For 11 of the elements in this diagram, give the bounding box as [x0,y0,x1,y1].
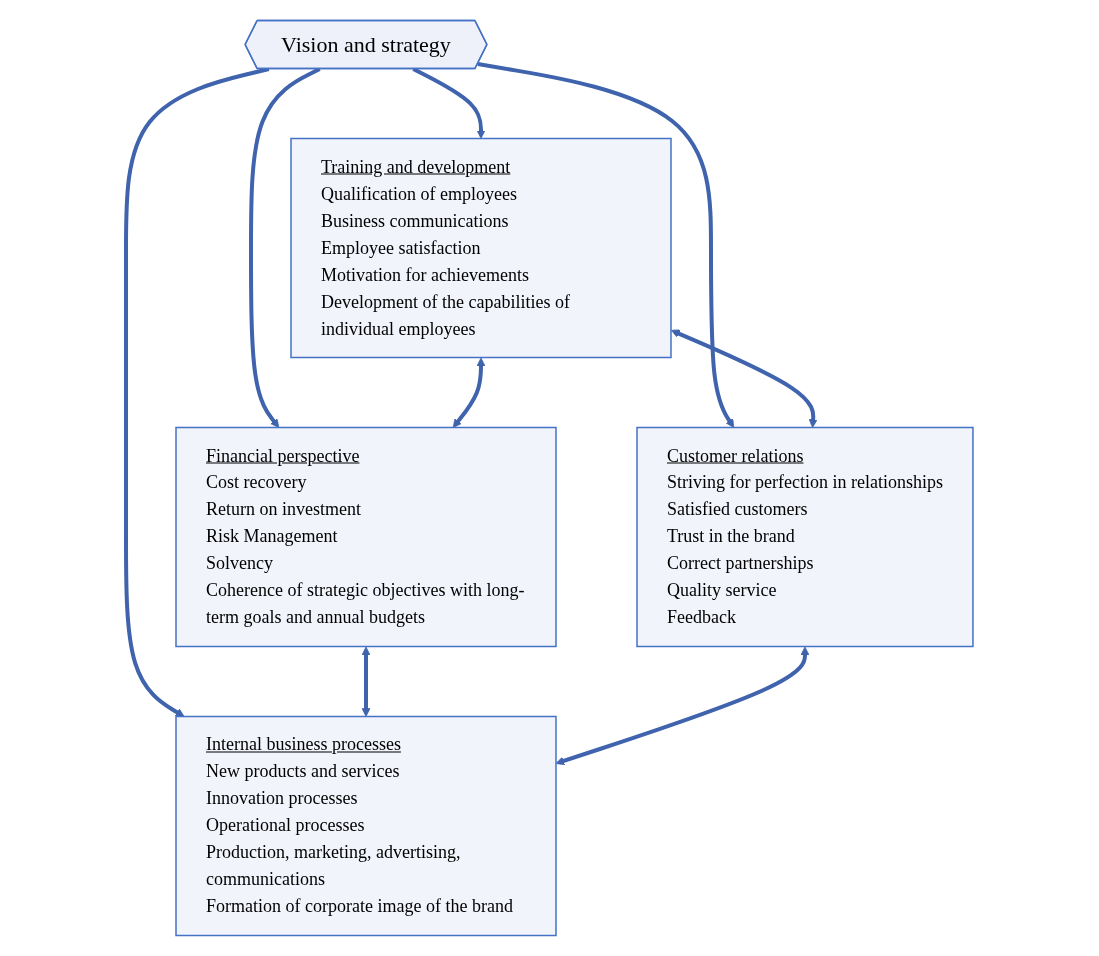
arrow [249,67,321,428]
node-box: Internal business processes New products and services Innovation processes Operational processes Production, marketing, advertising, communications Formation of corporate image of the brand [175,715,557,937]
arrow [477,62,735,428]
arrow [124,67,270,717]
arrow [671,329,818,428]
node-box: Financial perspective Cost recovery Return on investment Risk Management Solvency Coherence of strategic objectives with long-term goals and annual budgets [175,426,557,648]
node-box: Training and development Qualification of employees Business communications Employee satisfaction Motivation for achievements Development of the capabilities of individual employees [290,137,672,359]
node-box: Customer relations Striving for perfection in relationships Satisfied customers Trust in the brand Correct partnerships Quality service Feedback [636,426,974,648]
arrow [412,67,486,139]
arrow [452,357,486,428]
arrow [361,646,371,717]
